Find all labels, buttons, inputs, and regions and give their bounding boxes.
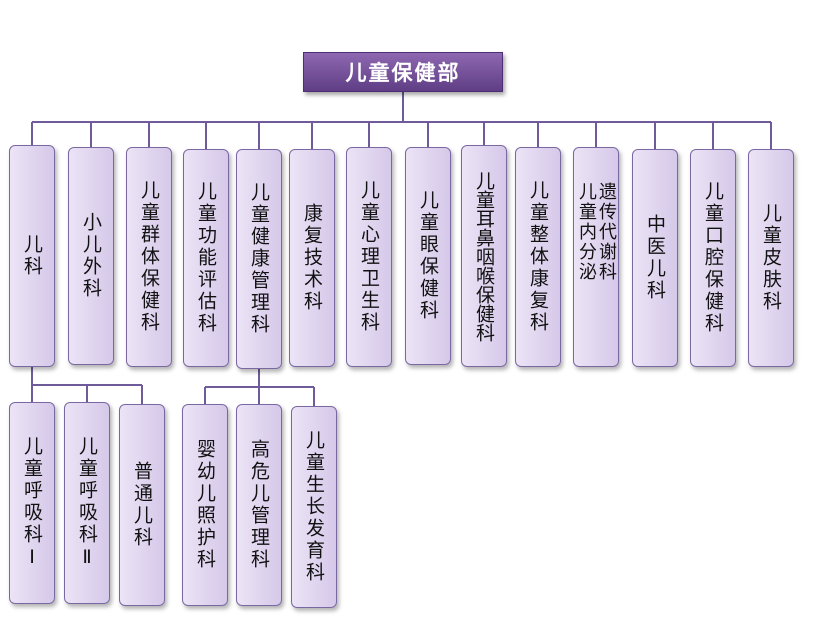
dept-pediatrics[interactable]: 儿科 xyxy=(9,145,55,367)
dept-child-oral-care[interactable]: 儿童口腔保健科 xyxy=(690,149,736,367)
dept-label: 小儿外科 xyxy=(80,212,102,300)
dept-child-dermatology[interactable]: 儿童皮肤科 xyxy=(748,149,794,367)
dept-label: 中医儿科 xyxy=(644,214,666,302)
dept-label: 儿童心理卫生科 xyxy=(358,180,380,334)
subdept-respiratory-2[interactable]: 儿童呼吸科Ⅱ xyxy=(64,402,110,604)
root-node[interactable]: 儿童保健部 xyxy=(303,52,503,92)
dept-label: 儿童整体康复科 xyxy=(527,180,549,334)
dept-child-health-management[interactable]: 儿童健康管理科 xyxy=(236,149,282,369)
subdept-general-pediatrics[interactable]: 普通儿科 xyxy=(119,404,165,606)
subdept-label: 儿童呼吸科Ⅱ xyxy=(76,435,98,571)
root-label: 儿童保健部 xyxy=(345,61,461,85)
subdept-label: 普通儿科 xyxy=(131,461,153,549)
dept-label: 儿童皮肤科 xyxy=(760,203,782,313)
dept-child-group-health[interactable]: 儿童群体保健科 xyxy=(126,147,172,367)
dept-label: 儿童群体保健科 xyxy=(138,180,160,334)
subdept-respiratory-1[interactable]: 儿童呼吸科Ⅰ xyxy=(9,402,55,604)
dept-label: 康复技术科 xyxy=(301,203,323,313)
subdept-label: 高危儿管理科 xyxy=(248,439,270,571)
dept-label: 儿童眼保健科 xyxy=(417,190,439,322)
dept-rehab-technology[interactable]: 康复技术科 xyxy=(289,149,335,367)
dept-tcm-pediatrics[interactable]: 中医儿科 xyxy=(632,149,678,367)
dept-label: 儿科 xyxy=(21,234,43,278)
dept-child-function-assessment[interactable]: 儿童功能评估科 xyxy=(183,149,229,367)
dept-child-holistic-rehab[interactable]: 儿童整体康复科 xyxy=(515,147,561,367)
dept-label: 儿童功能评估科 xyxy=(195,181,217,335)
dept-child-mental-health[interactable]: 儿童心理卫生科 xyxy=(346,147,392,367)
subdept-label: 儿童生长发育科 xyxy=(303,430,325,584)
subdept-growth-development[interactable]: 儿童生长发育科 xyxy=(291,406,337,608)
dept-label: 儿童内分泌 遗传代谢科 xyxy=(576,182,617,282)
dept-child-ent-care[interactable]: 儿童耳鼻咽喉保健科 xyxy=(461,145,507,367)
dept-child-endocrine-genetics[interactable]: 儿童内分泌 遗传代谢科 xyxy=(573,147,619,367)
dept-child-eye-care[interactable]: 儿童眼保健科 xyxy=(405,147,451,365)
subdept-infant-care[interactable]: 婴幼儿照护科 xyxy=(182,404,228,606)
dept-label: 儿童健康管理科 xyxy=(248,182,270,336)
subdept-label: 婴幼儿照护科 xyxy=(194,439,216,571)
subdept-high-risk-infant[interactable]: 高危儿管理科 xyxy=(236,404,282,606)
subdept-label: 儿童呼吸科Ⅰ xyxy=(21,435,43,571)
dept-label: 儿童耳鼻咽喉保健科 xyxy=(473,170,495,342)
dept-label: 儿童口腔保健科 xyxy=(702,181,724,335)
dept-pediatric-surgery[interactable]: 小儿外科 xyxy=(68,147,114,365)
